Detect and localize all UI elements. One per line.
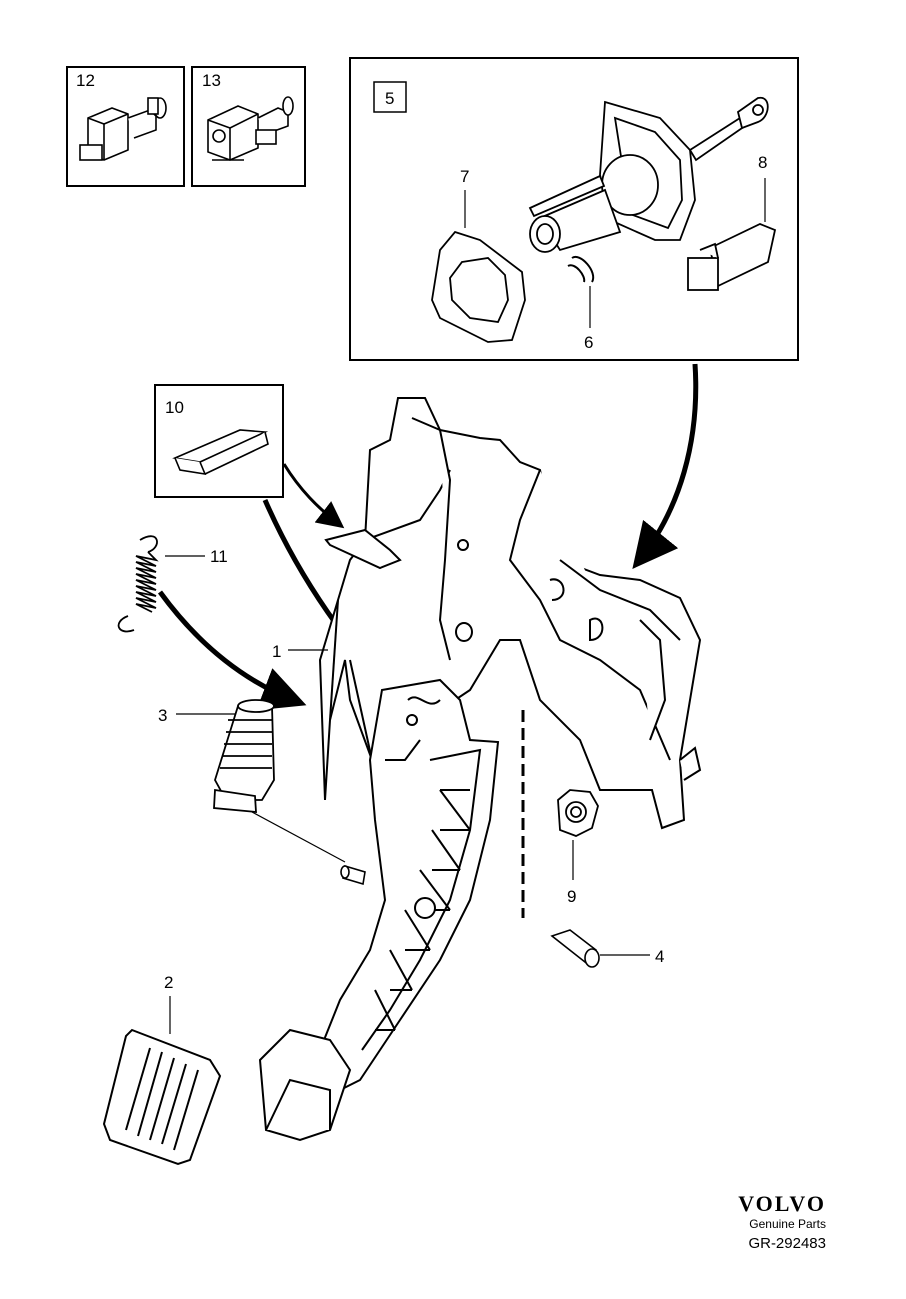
brake-light-switch-part [79,97,167,161]
seal-gasket-part [431,230,526,343]
callout-2: 2 [164,973,173,992]
callout-9: 9 [567,887,576,906]
retaining-clip-part [567,255,595,283]
inset-box-5: 5 7 6 [349,57,799,361]
callout-13: 13 [202,71,221,90]
clutch-master-cylinder-part [528,97,769,253]
brand-tagline: Genuine Parts [749,1217,826,1231]
clutch-switch-part [207,96,294,161]
callout-12: 12 [76,71,95,90]
pedal-arm-part [258,678,500,1142]
callout-1: 1 [272,642,281,661]
callout-8: 8 [758,153,767,172]
callout-11: 11 [210,547,228,566]
callout-7: 7 [460,167,469,186]
brand-block: VOLVO Genuine Parts GR-292483 [738,1192,826,1254]
flange-nut-part [557,789,599,837]
clevis-pin-part [550,929,600,968]
pivot-pin-part [340,864,366,886]
callout-10: 10 [165,398,184,417]
leader-line-3-axis [251,811,346,863]
return-spring-part [117,535,159,633]
callout-3: 3 [158,706,167,725]
callout-5: 5 [385,89,394,108]
inset-box-13: 13 [191,66,306,187]
sensor-part [687,223,777,291]
inset-box-10: 10 [154,384,284,498]
callout-6: 6 [584,333,593,352]
bushing-part [213,699,275,813]
callout-5-box [373,81,407,113]
volvo-logo: VOLVO [738,1191,826,1216]
adhesive-pad-part [172,429,269,476]
inset-box-12: 12 [66,66,185,187]
pedal-pad-part [102,1028,222,1166]
callout-4: 4 [655,947,664,966]
diagram-reference: GR-292483 [748,1235,826,1252]
